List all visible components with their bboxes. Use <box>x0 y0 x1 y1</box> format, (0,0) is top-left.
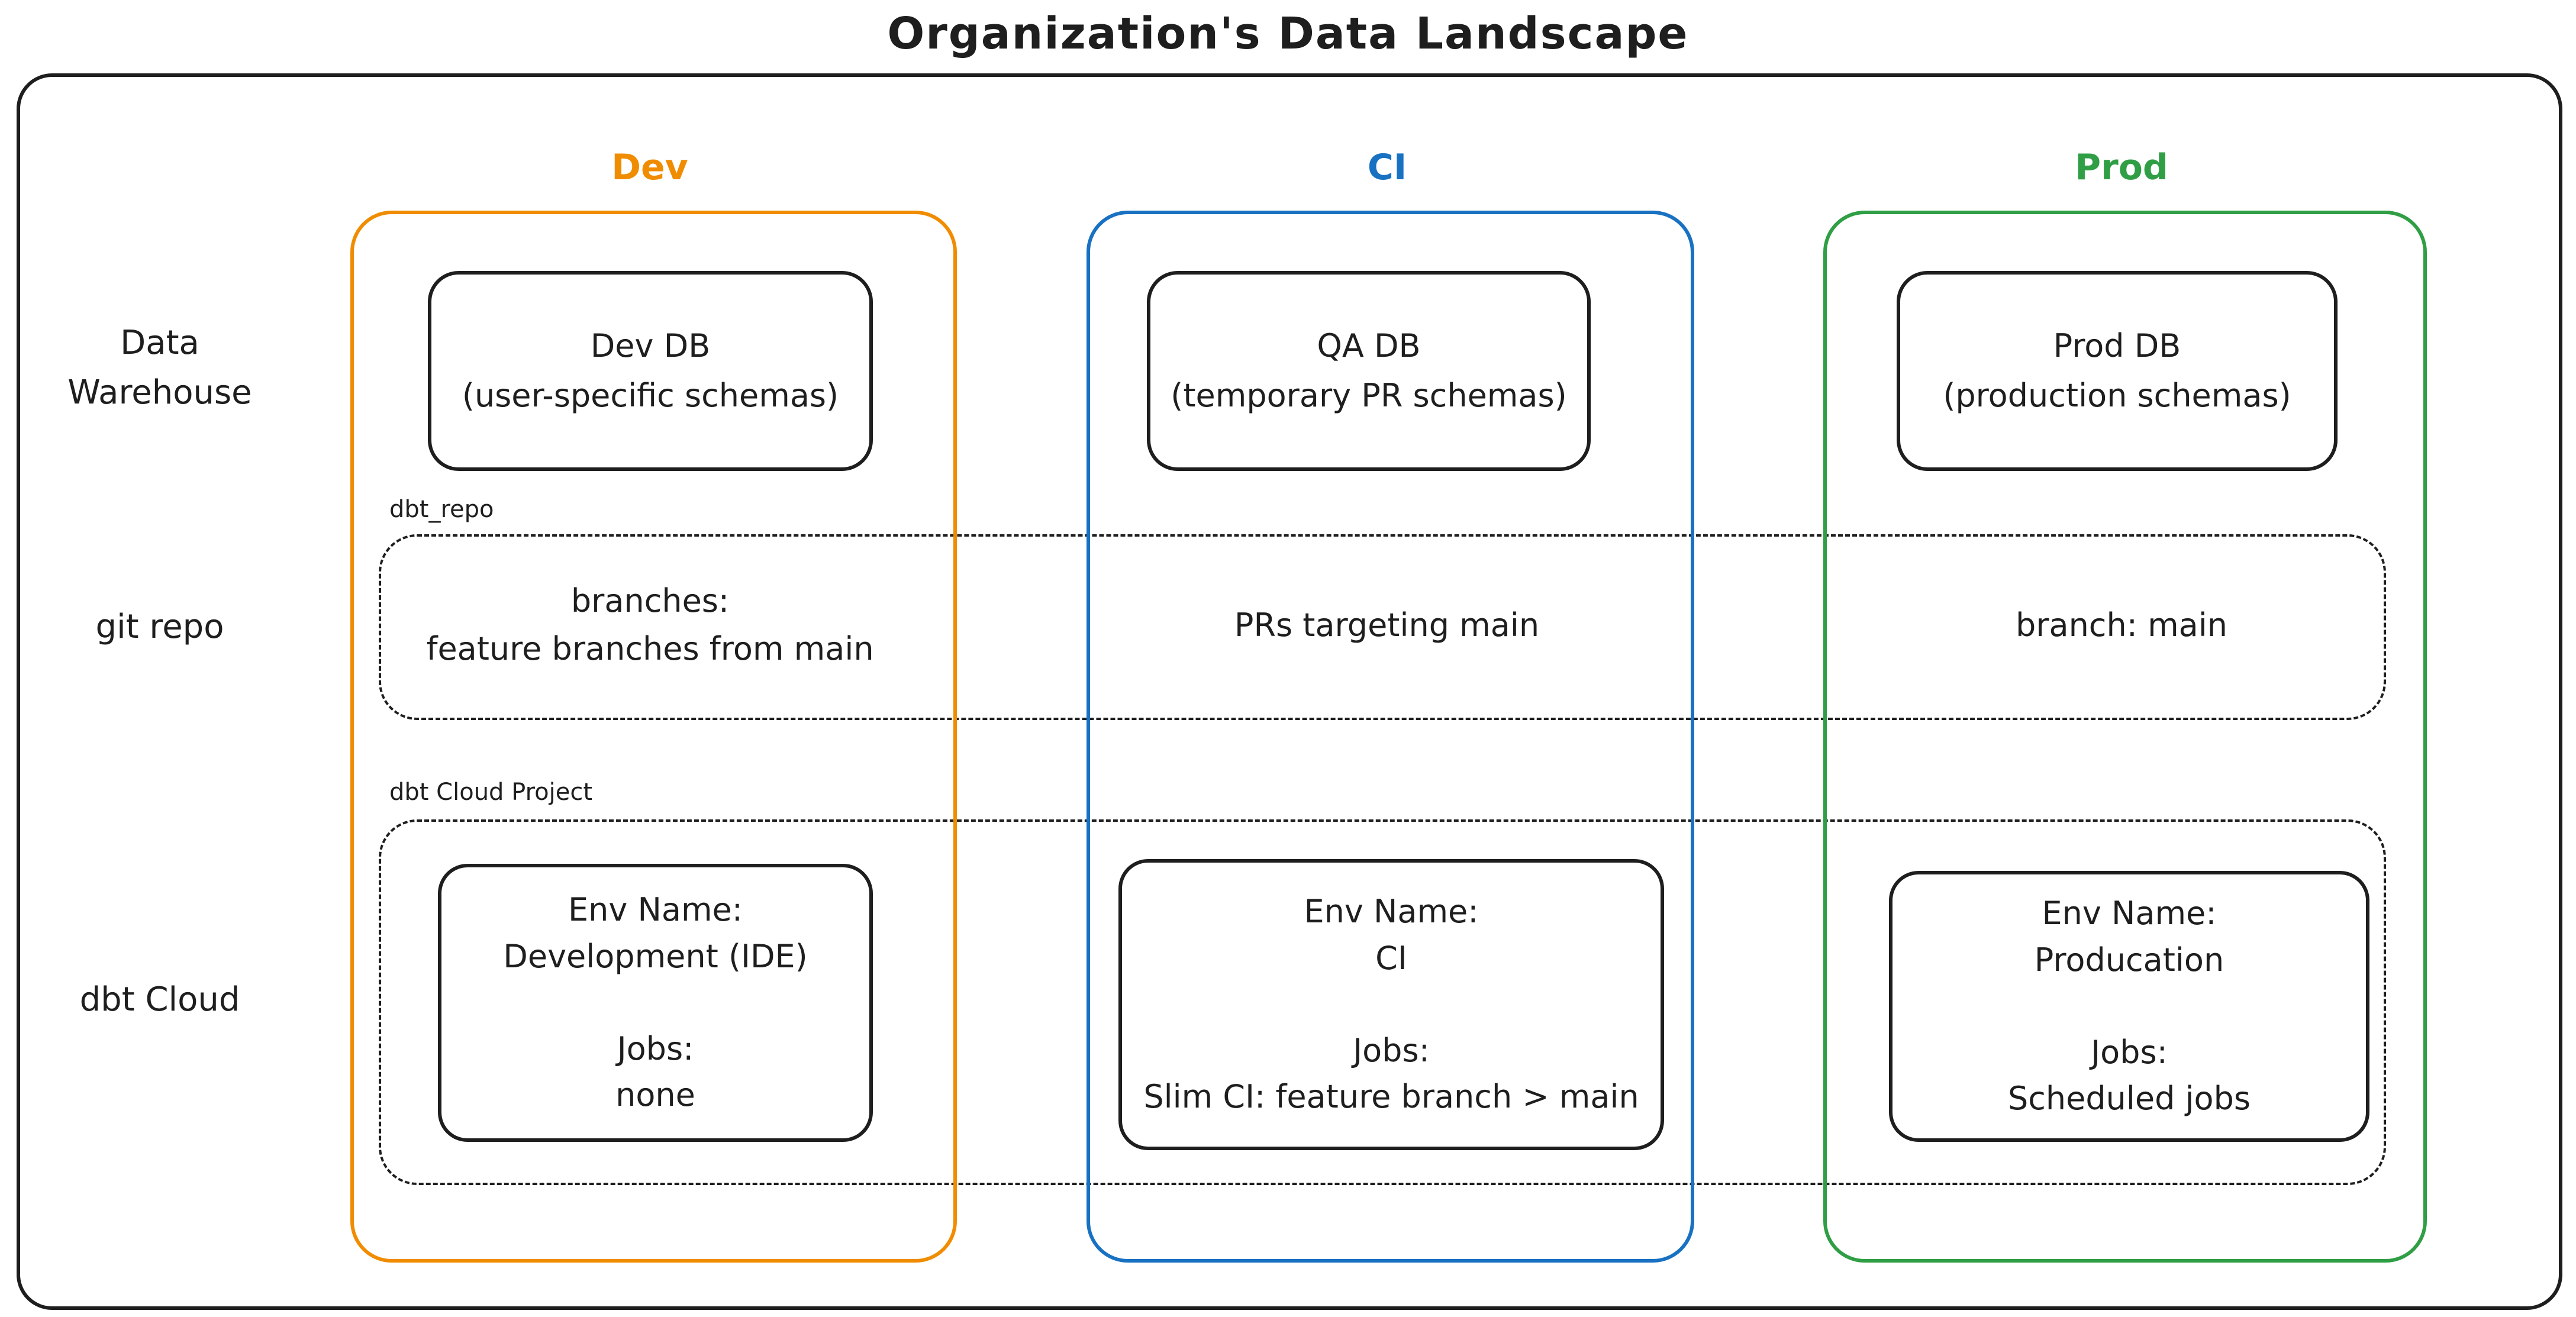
dbt-env-box-dev: Env Name: Development (IDE) Jobs: none <box>438 864 873 1142</box>
git-repo-section-frame <box>379 534 2386 720</box>
row-label-data-warehouse: Data Warehouse <box>67 324 252 412</box>
column-frame-dev <box>350 211 957 1263</box>
column-header-ci: CI <box>1367 147 1407 188</box>
column-header-prod: Prod <box>2075 147 2168 188</box>
column-frame-prod <box>1823 211 2427 1263</box>
db-box-prod: Prod DB (production schemas) <box>1897 271 2338 471</box>
column-frame-ci <box>1087 211 1694 1263</box>
diagram-title: Organization's Data Landscape <box>887 8 1689 59</box>
db-box-dev: Dev DB (user-specific schemas) <box>428 271 873 471</box>
git-repo-section-label: dbt_repo <box>389 496 494 523</box>
git-text-prod: branch: main <box>2016 606 2227 644</box>
outer-frame <box>17 73 2562 1310</box>
dbt-env-box-prod: Env Name: Producation Jobs: Scheduled jo… <box>1889 871 2369 1142</box>
dbt-cloud-project-section-label: dbt Cloud Project <box>389 779 593 806</box>
dbt-cloud-project-section-frame <box>379 819 2386 1185</box>
dbt-env-box-ci: Env Name: CI Jobs: Slim CI: feature bran… <box>1118 859 1664 1150</box>
db-box-qa: QA DB (temporary PR schemas) <box>1147 271 1591 471</box>
column-header-dev: Dev <box>611 147 688 188</box>
row-label-git-repo: git repo <box>95 608 224 646</box>
git-text-dev: branches: feature branches from main <box>426 582 874 667</box>
row-label-dbt-cloud: dbt Cloud <box>79 980 240 1019</box>
git-text-ci: PRs targeting main <box>1234 606 1540 644</box>
